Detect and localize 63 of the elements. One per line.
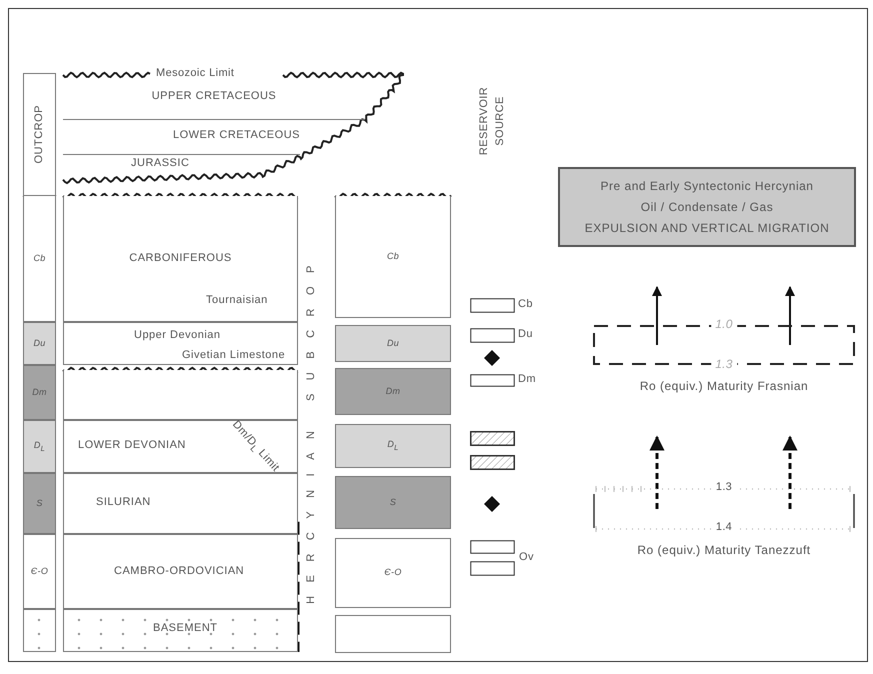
unit-code: Du: [518, 328, 533, 340]
column-heading: HERCYNIAN SUBCROP: [305, 252, 317, 604]
arrow: [650, 436, 664, 509]
column-heading: RESERVOIR: [478, 86, 490, 156]
unit-code: Cb: [33, 252, 46, 264]
unit-code: S: [36, 498, 43, 510]
stratigraphic-cell: [63, 370, 298, 420]
basement-cell: [63, 609, 298, 652]
stratigraphic-cell: [335, 368, 451, 415]
unit-code: Є-O: [384, 567, 402, 579]
unit-code: Cb: [386, 250, 400, 262]
stratigraphic-cell: [23, 196, 56, 322]
unit-code: Dm: [518, 373, 536, 385]
stratigraphic-cell: [335, 196, 451, 318]
unit-name: Givetian Limestone: [182, 349, 286, 363]
note-text: Oil / Condensate / Gas: [640, 200, 774, 214]
unit-name: Upper Devonian: [134, 329, 220, 343]
stratigraphic-cell: [63, 473, 298, 534]
stratigraphic-cell: [63, 322, 298, 365]
unit-name: Tournaisian: [206, 294, 268, 308]
unit-code: Du: [33, 338, 46, 350]
unit-code: Cb: [518, 298, 533, 310]
unit-name: UPPER CRETACEOUS: [152, 90, 276, 104]
stratigraphic-cell: [23, 534, 56, 609]
stratigraphic-cell: [335, 476, 451, 529]
arrow: [652, 286, 662, 345]
unit-code: D$_{L}$: [34, 440, 46, 454]
stratigraphic-cell: [23, 420, 56, 473]
unit-code: S: [390, 496, 396, 508]
stratigraphic-cell: [63, 420, 298, 473]
note-box: [558, 167, 856, 247]
unit-code: Du: [386, 338, 400, 350]
unit-code: Ov: [519, 551, 534, 563]
stratigraphic-cell: [335, 325, 451, 362]
basement-cell: [23, 609, 56, 652]
stratigraphic-cell: [335, 538, 451, 608]
unit-code: Dm: [32, 386, 47, 398]
stratigraphic-cell: [23, 473, 56, 534]
unit-name: LOWER CRETACEOUS: [173, 129, 300, 143]
arrow: [785, 286, 795, 345]
unit-name: CARBONIFEROUS: [129, 252, 232, 266]
stratigraphic-cell: [23, 73, 56, 196]
unit-name: CAMBRO-ORDOVICIAN: [114, 565, 244, 579]
stratigraphic-cell: [335, 424, 451, 468]
unit-name: JURASSIC: [131, 157, 190, 171]
column-label: OUTCROP: [32, 105, 46, 164]
unit-name: SILURIAN: [96, 496, 151, 510]
unit-code: Dm: [386, 386, 400, 398]
note-text: EXPULSION AND VERTICAL MIGRATION: [584, 220, 830, 236]
stratigraphic-cell: [63, 196, 298, 322]
maturity-caption: Ro (equiv.) Maturity Tanezzuft: [637, 543, 811, 557]
unit-name: BASEMENT: [153, 622, 218, 636]
stratigraphic-cell: [23, 365, 56, 420]
column-heading: SOURCE: [494, 96, 506, 146]
unit-code: Є-O: [30, 566, 48, 578]
note-text: Pre and Early Syntectonic Hercynian: [600, 178, 814, 194]
stratigraphic-cell: [23, 322, 56, 365]
maturity-caption: Ro (equiv.) Maturity Frasnian: [640, 379, 808, 393]
arrow: [782, 436, 798, 509]
unit-code: D$_{L}$: [387, 439, 399, 453]
stratigraphic-cell: [335, 615, 451, 653]
unit-name: LOWER DEVONIAN: [78, 439, 186, 453]
stratigraphic-cell: [63, 534, 298, 609]
